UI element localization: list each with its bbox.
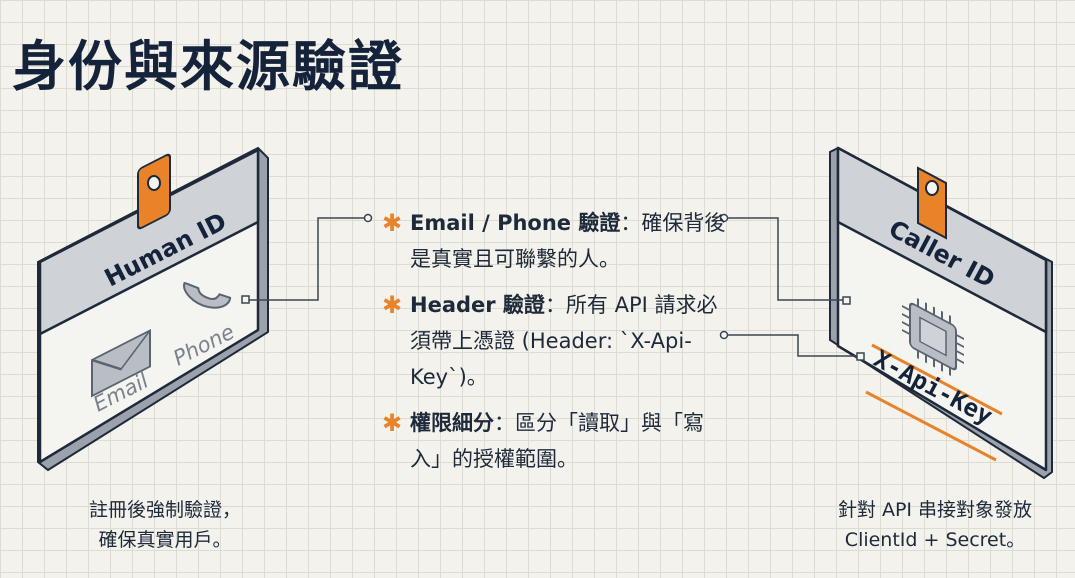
bullet-title: Header 驗證 [410,293,545,317]
feature-list: ✱ Email / Phone 驗證：確保背後是真實且可聯繫的人。 ✱ Head… [382,205,727,487]
envelope-icon [91,328,151,398]
human-caption: 註冊後強制驗證， 確保真實用戶。 [50,495,280,555]
page-title: 身份與來源驗證 [12,35,404,98]
caller-badge-clip [917,166,947,240]
bullet-text: ：區分「讀取」與「寫入」的授權範圍。 [410,411,704,471]
bullet-email-phone: ✱ Email / Phone 驗證：確保背後是真實且可聯繫的人。 [382,205,727,277]
connector-lines [246,217,860,357]
bullet-header: ✱ Header 驗證：所有 API 請求必須帶上憑證 (Header: `X-… [382,287,727,395]
bullet-permissions: ✱ 權限細分：區分「讀取」與「寫入」的授權範圍。 [382,405,727,477]
asterisk-icon: ✱ [382,291,403,319]
bullet-text: ：確保背後是真實且可聯繫的人。 [410,211,726,271]
human-badge-clip [137,153,171,230]
bullet-title: Email / Phone 驗證 [410,211,621,235]
caption-line: 註冊後強制驗證， [88,499,241,521]
caption-line: 確保真實用戶。 [98,529,232,551]
connector-endpoints [241,213,865,361]
caller-caption: 針對 API 串接對象發放 ClientId + Secret。 [805,495,1065,555]
phone-icon [183,281,232,309]
asterisk-icon: ✱ [382,409,403,437]
asterisk-icon: ✱ [382,209,403,237]
bullet-title: 權限細分 [410,411,494,435]
bullet-text: ：所有 API 請求必須帶上憑證 (Header: `X-Api-Key`)。 [410,293,718,389]
caption-line: 針對 API 串接對象發放 [837,499,1033,521]
caption-line: ClientId + Secret。 [844,529,1026,551]
chip-icon [902,297,964,377]
